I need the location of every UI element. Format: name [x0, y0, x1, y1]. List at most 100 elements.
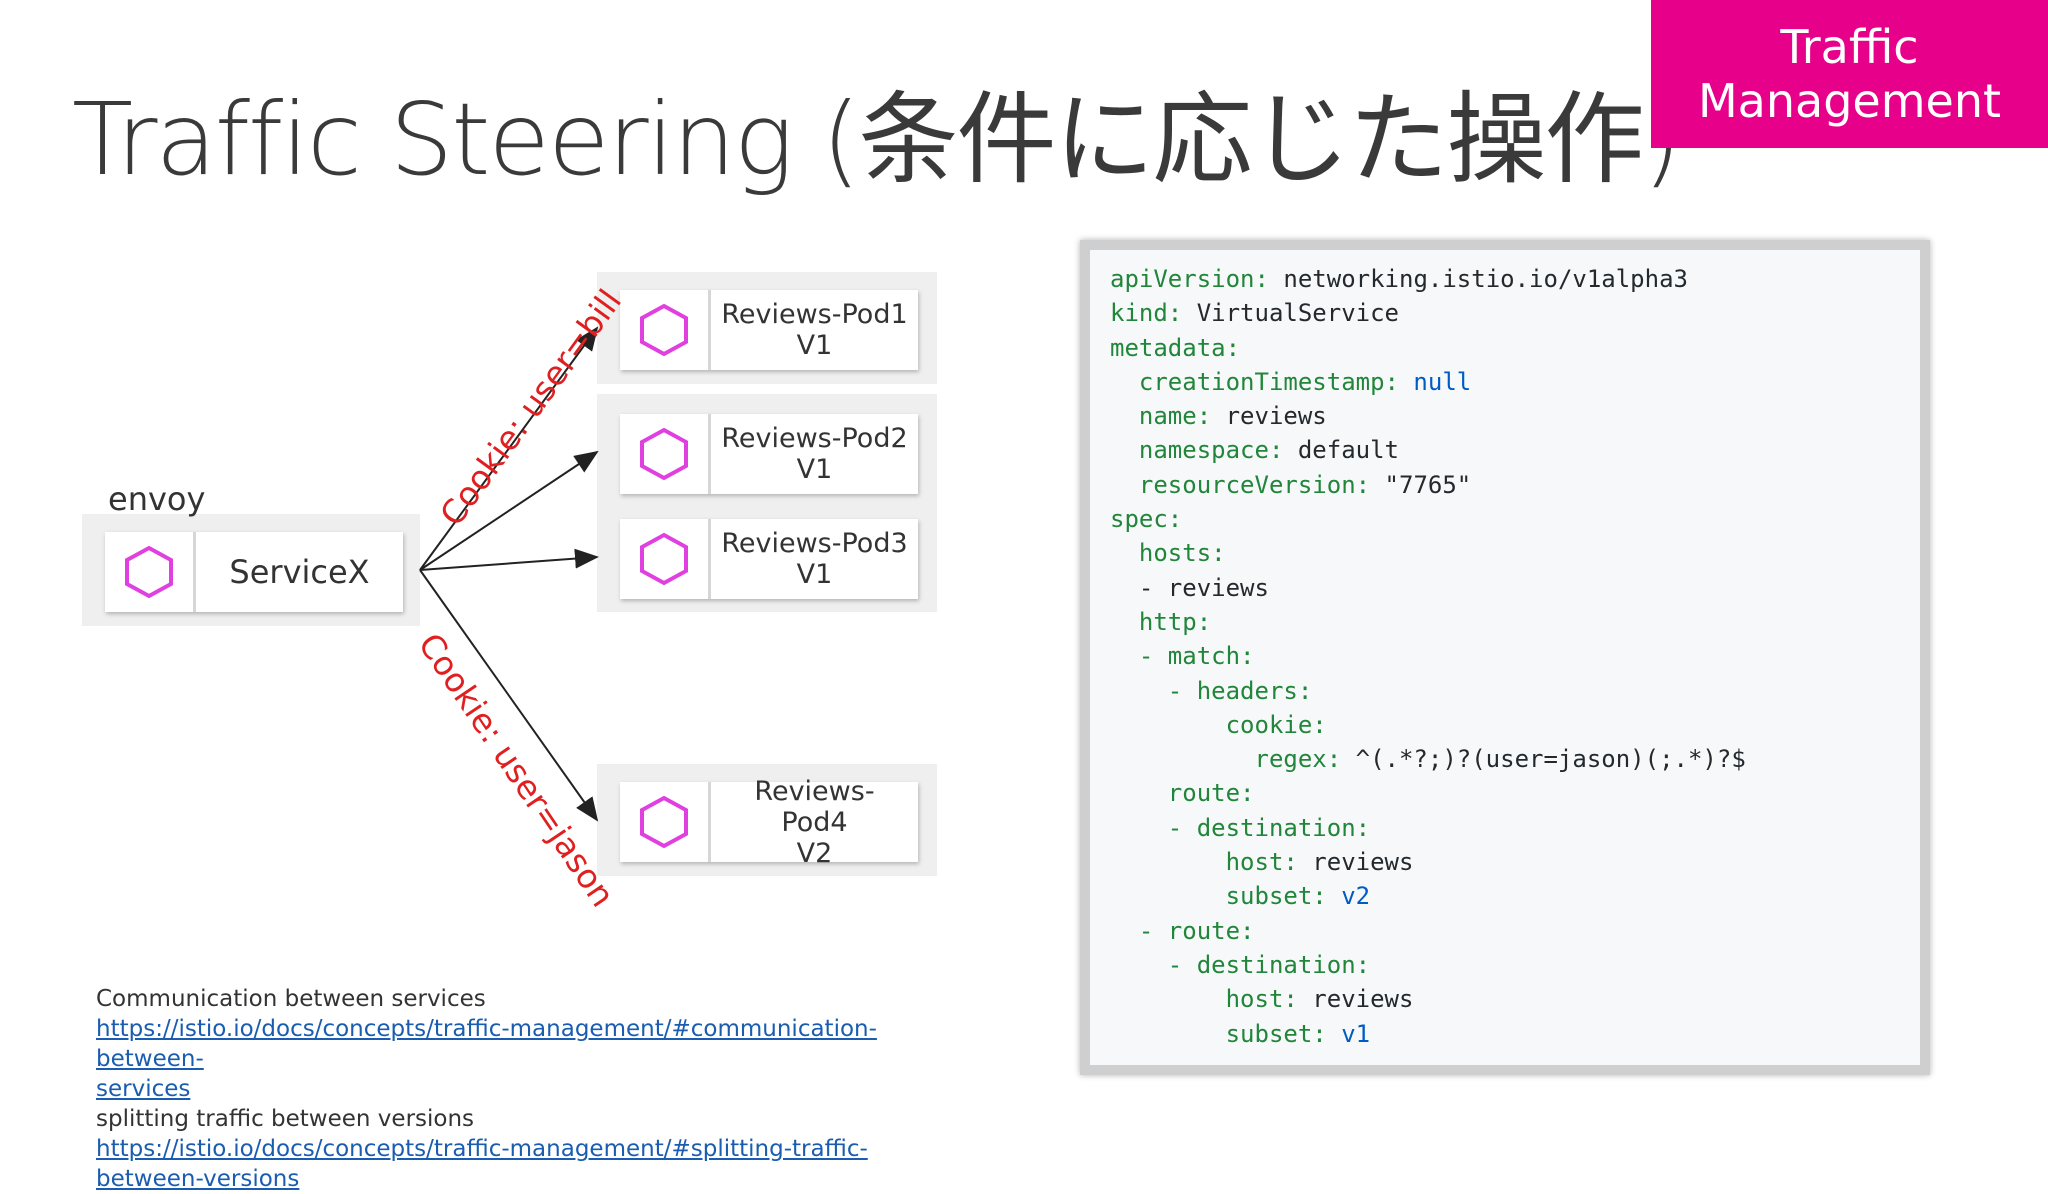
pod1-icon-cell — [620, 290, 711, 370]
code-key: route: — [1110, 779, 1255, 808]
code-line: hosts: — [1110, 536, 1920, 570]
code-key: creationTimestamp: — [1110, 367, 1399, 396]
section-tag: Traffic Management — [1651, 0, 2048, 148]
code-line: subset: v1 — [1110, 1017, 1920, 1051]
code-key: name: — [1110, 402, 1212, 431]
code-key: kind: — [1110, 299, 1183, 328]
arrow-to-pod4 — [419, 569, 599, 822]
code-line: regex: ^(.*?;)?(user=jason)(;.*)?$ — [1110, 742, 1920, 776]
section-tag-line2: Management — [1697, 74, 2002, 128]
code-line: - route: — [1110, 914, 1920, 948]
pod4-label-cell: Reviews- Pod4 V2 — [711, 776, 918, 869]
pod3-icon-cell — [620, 519, 711, 599]
hexagon-icon — [640, 303, 688, 357]
code-line: host: reviews — [1110, 982, 1920, 1016]
code-key: metadata: — [1110, 333, 1241, 362]
hexagon-icon — [125, 545, 173, 599]
code-key: - match: — [1110, 642, 1255, 671]
code-line: - destination: — [1110, 948, 1920, 982]
code-value: ^(.*?;)?(user=jason)(;.*)?$ — [1341, 745, 1746, 774]
code-line: apiVersion: networking.istio.io/v1alpha3 — [1110, 262, 1920, 296]
code-line: - match: — [1110, 639, 1920, 673]
code-key: host: — [1110, 985, 1298, 1014]
servicex-icon-cell — [105, 532, 196, 612]
pod1-version: V1 — [796, 330, 833, 361]
pod2-version: V1 — [796, 454, 833, 485]
hexagon-icon — [640, 532, 688, 586]
arrow-to-pod3 — [419, 548, 599, 571]
code-value: reviews — [1211, 402, 1327, 431]
arrow-to-pod2 — [419, 450, 599, 571]
reviews-pod1-node: Reviews-Pod1 V1 — [620, 290, 918, 370]
code-line: - reviews — [1110, 571, 1920, 605]
code-key: regex: — [1110, 745, 1342, 774]
pod2-name: Reviews-Pod2 — [721, 423, 908, 454]
arrow-to-pod1 — [419, 326, 599, 571]
servicex-node: ServiceX — [105, 532, 403, 612]
pod3-version: V1 — [796, 559, 833, 590]
code-line: spec: — [1110, 502, 1920, 536]
code-line: - destination: — [1110, 811, 1920, 845]
code-key: - destination: — [1110, 950, 1371, 979]
code-key: spec: — [1110, 505, 1183, 534]
servicex-label-cell: ServiceX — [196, 532, 403, 612]
code-key: - route: — [1110, 916, 1255, 945]
code-line: namespace: default — [1110, 433, 1920, 467]
code-value: "7765" — [1370, 470, 1472, 499]
code-key: subset: — [1110, 882, 1327, 911]
code-line: cookie: — [1110, 708, 1920, 742]
footer-links: Communication between services https://i… — [96, 984, 946, 1194]
code-line: - headers: — [1110, 674, 1920, 708]
code-key: http: — [1110, 607, 1212, 636]
code-line: subset: v2 — [1110, 879, 1920, 913]
pod1-name: Reviews-Pod1 — [721, 299, 908, 330]
comm-link-line2[interactable]: services — [96, 1076, 191, 1102]
pod3-name: Reviews-Pod3 — [721, 528, 908, 559]
yaml-code-block: apiVersion: networking.istio.io/v1alpha3… — [1090, 250, 1920, 1065]
code-line: kind: VirtualService — [1110, 296, 1920, 330]
code-value: reviews — [1297, 848, 1414, 877]
slide-title: Traffic Steering (条件に応じた操作) — [72, 81, 1682, 198]
servicex-label: ServiceX — [229, 553, 370, 591]
code-line: creationTimestamp: null — [1110, 365, 1920, 399]
code-line: metadata: — [1110, 331, 1920, 365]
code-line: route: — [1110, 776, 1920, 810]
code-key: hosts: — [1110, 539, 1226, 568]
comm-link-line1[interactable]: https://istio.io/docs/concepts/traffic-m… — [96, 1016, 877, 1072]
code-value: v1 — [1326, 1019, 1371, 1048]
pod4-icon-cell — [620, 782, 711, 862]
pod4-version: V2 — [796, 837, 833, 869]
code-key: apiVersion: — [1110, 265, 1269, 293]
code-key: - destination: — [1110, 813, 1371, 842]
code-value: networking.istio.io/v1alpha3 — [1268, 265, 1688, 293]
code-line: name: reviews — [1110, 399, 1920, 433]
hexagon-icon — [640, 795, 688, 849]
code-value: v2 — [1326, 882, 1371, 911]
code-line: http: — [1110, 605, 1920, 639]
code-key: - headers: — [1110, 676, 1313, 705]
code-line: host: reviews — [1110, 845, 1920, 879]
pod3-label-cell: Reviews-Pod3 V1 — [711, 519, 918, 599]
code-value: reviews — [1297, 985, 1414, 1014]
reviews-pod2-node: Reviews-Pod2 V1 — [620, 414, 918, 494]
hexagon-icon — [640, 427, 688, 481]
reviews-pod4-node: Reviews- Pod4 V2 — [620, 776, 918, 869]
pod1-label-cell: Reviews-Pod1 V1 — [711, 290, 918, 370]
diagram-arrows — [419, 326, 599, 822]
comm-label: Communication between services — [96, 986, 486, 1012]
code-value: VirtualService — [1182, 299, 1399, 328]
split-link[interactable]: https://istio.io/docs/concepts/traffic-m… — [96, 1136, 868, 1192]
code-key: subset: — [1110, 1019, 1327, 1048]
code-key: resourceVersion: — [1110, 470, 1371, 499]
code-key: host: — [1110, 848, 1298, 877]
code-key: cookie: — [1110, 710, 1327, 739]
code-value: - reviews — [1110, 573, 1269, 602]
code-value: default — [1283, 436, 1399, 465]
pod4-name-1: Reviews- — [754, 775, 875, 807]
code-value: null — [1398, 367, 1472, 396]
split-label: splitting traffic between versions — [96, 1106, 475, 1132]
section-tag-line1: Traffic — [1780, 20, 1919, 74]
pod2-label-cell: Reviews-Pod2 V1 — [711, 414, 918, 494]
pod4-name-2: Pod4 — [781, 806, 848, 838]
code-line: resourceVersion: "7765" — [1110, 468, 1920, 502]
